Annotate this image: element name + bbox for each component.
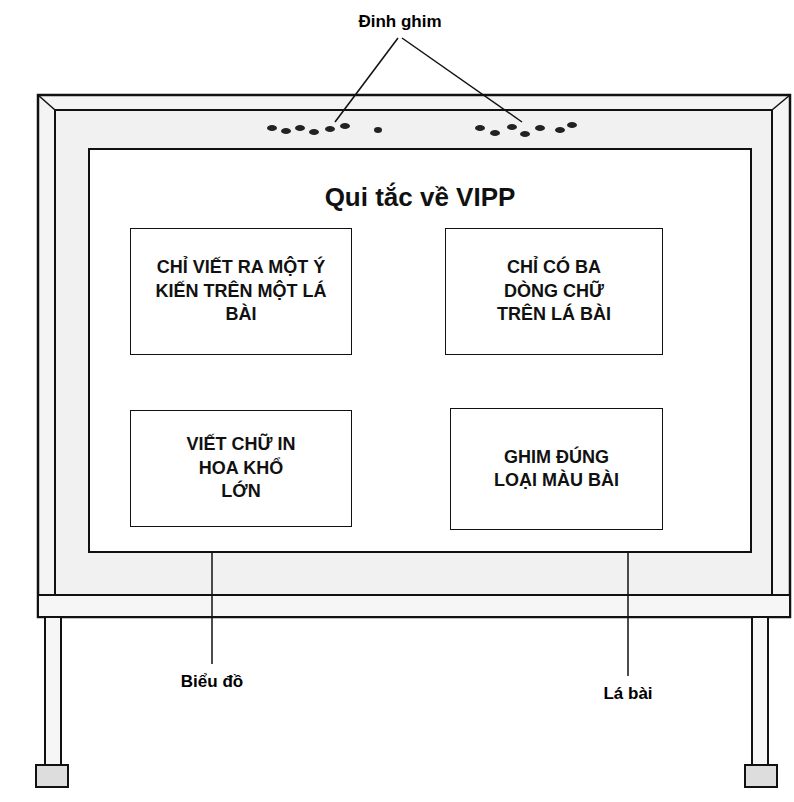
part-label: Biểu đồ	[181, 672, 243, 692]
card-text: VIẾT CHỮ IN HOA KHỔ LỚN	[186, 433, 296, 503]
rule-card: CHỈ CÓ BA DÒNG CHỮ TRÊN LÁ BÀI	[445, 228, 663, 355]
card-text: GHIM ĐÚNG LOẠI MÀU BÀI	[492, 446, 622, 493]
part-label: Đinh ghim	[358, 12, 441, 32]
rule-card: VIẾT CHỮ IN HOA KHỔ LỚN	[130, 410, 352, 527]
card-text: CHỈ CÓ BA DÒNG CHỮ TRÊN LÁ BÀI	[479, 256, 629, 326]
chart-sheet: Qui tắc về VIPP CHỈ VIẾT RA MỘT Ý KIẾN TR…	[88, 148, 752, 553]
sheet-title: Qui tắc về VIPP	[90, 182, 750, 213]
rule-card: GHIM ĐÚNG LOẠI MÀU BÀI	[450, 408, 663, 530]
card-text: CHỈ VIẾT RA MỘT Ý KIẾN TRÊN MỘT LÁ BÀI	[153, 256, 329, 326]
part-label: Lá bài	[603, 684, 652, 704]
rule-card: CHỈ VIẾT RA MỘT Ý KIẾN TRÊN MỘT LÁ BÀI	[130, 228, 352, 355]
